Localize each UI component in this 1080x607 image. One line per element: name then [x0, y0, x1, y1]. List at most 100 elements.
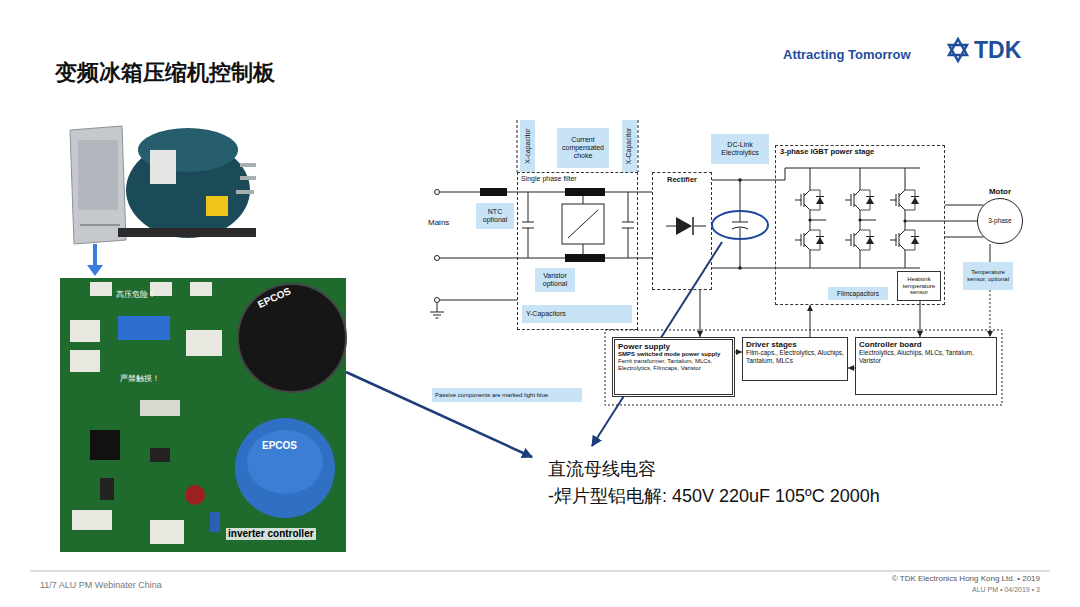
pcb-photo [60, 278, 346, 552]
connector [735, 352, 742, 353]
circuit-wire [775, 168, 920, 180]
pcb-photo [100, 478, 114, 500]
footer-rule [30, 571, 1050, 572]
compressor-photo [80, 224, 120, 226]
logo-text: TDK [974, 37, 1021, 63]
node-heading: Controller board [859, 340, 993, 349]
circuit-symbol [890, 190, 919, 210]
node-text: Film-caps., Electrolytics, Aluchips, Tan… [746, 349, 844, 364]
node-heading: Driver stages [746, 340, 844, 349]
pcb-photo [190, 282, 212, 296]
sensor-box: Heatsink temperature sensor [897, 271, 941, 301]
node-text: 3-phase IGBT power stage [780, 148, 940, 157]
callout-text: 直流母线电容 [548, 459, 656, 480]
circuit-wire [430, 120, 1002, 405]
component-band: X-capacitor [520, 120, 535, 172]
circuit-symbol [858, 218, 861, 221]
circuit-symbol [565, 254, 605, 262]
legend-note: Passive components are marked light blue [432, 388, 582, 402]
callout-text: -焊片型铝电解: 450V 220uF 105ºC 2000h [548, 486, 880, 507]
pcb-photo [150, 448, 170, 462]
pcb-photo [185, 485, 205, 505]
connector [990, 244, 991, 262]
photo-caption: inverter controller [226, 528, 316, 540]
compressor-photo [70, 126, 126, 244]
connector [945, 221, 977, 222]
node-text: Electrolytics, Aluchips, MLCs, Tantalum,… [859, 349, 993, 364]
circuit-wire [622, 192, 634, 258]
compressor-photo [150, 150, 176, 184]
power-stage-box: 3-phase IGBT power stageFilmcapacitors He… [775, 145, 945, 305]
down-arrow [87, 244, 103, 276]
circuit-symbol [692, 217, 694, 235]
pcb-photo [70, 320, 100, 342]
compressor-photo [236, 165, 256, 192]
circuit-wire [522, 192, 534, 258]
pcb-photo [235, 418, 335, 518]
pcb-photo [72, 510, 112, 530]
tdk-logo-symbol [949, 39, 967, 55]
highlight-ellipse [712, 211, 768, 239]
pcb-photo [140, 400, 180, 416]
node-text: X-capacitor [523, 128, 531, 163]
connector [700, 290, 701, 337]
circuit-wire [810, 168, 811, 268]
motor-circle [978, 199, 1023, 244]
circuit-wire [860, 168, 861, 268]
callout-arrow [346, 372, 532, 457]
footer-text: © TDK Electronics Hong Kong Ltd. • 2019 [892, 574, 1040, 583]
compressor-photo [118, 228, 256, 237]
pcb-photo [118, 316, 170, 340]
node-heading: Motor [989, 186, 1011, 198]
pcb-photo [60, 278, 346, 552]
node-text: Heatsink temperature sensor [900, 276, 938, 297]
node-text: Y-Capacitors [526, 310, 628, 318]
node-text: Rectifier [655, 176, 709, 185]
circuit-wire [732, 180, 748, 268]
circuit-symbol [565, 188, 605, 196]
connector [810, 305, 811, 337]
down-arrow [87, 265, 103, 276]
circuit-symbol [480, 188, 507, 196]
board-print: 高压危险！ [116, 290, 156, 299]
circuit-wire [440, 258, 652, 259]
compressor-photo [206, 196, 228, 216]
circuit-wire [638, 120, 639, 172]
motor: Motor3-phase [977, 186, 1023, 244]
circuit-symbol [738, 266, 742, 270]
component-band: X-Capacitor [622, 120, 637, 172]
node-text: Ferrit transformer, Tantalum, MLCs, Elec… [618, 358, 729, 372]
component-label: Filmcapacitors [828, 287, 888, 300]
down-arrow [93, 244, 97, 266]
component-label: Y-Capacitors [522, 305, 632, 323]
circuit-symbol [845, 190, 874, 210]
pcb-photo [186, 330, 222, 356]
signal-name: Mains [428, 218, 449, 227]
node-text: Single phase filter [521, 175, 634, 183]
board-print: 严禁触摸！ [120, 374, 160, 383]
pcb-photo [238, 284, 346, 392]
node-text: 3-phase [977, 198, 1023, 244]
node-text: NTC optional [478, 208, 512, 224]
circuit-symbol [845, 230, 874, 250]
footer-rule [30, 571, 1050, 572]
circuit-symbol [808, 218, 811, 221]
pcb-photo [70, 350, 100, 372]
connector [990, 290, 991, 337]
component-label: Varistor optional [535, 268, 575, 292]
circuit-wire [435, 298, 440, 303]
circuit-symbol [795, 230, 824, 250]
tagline: Attracting Tomorrow [783, 48, 911, 63]
connector [848, 368, 855, 369]
circuit-wire [810, 220, 945, 221]
circuit-wire [440, 300, 517, 301]
connector [638, 192, 652, 193]
footer-text: ALU PM • 04/2019 • 3 [972, 586, 1040, 594]
footer-text: 11/7 ALU PM Webinater China [40, 580, 162, 590]
node-text: Filmcapacitors [830, 290, 886, 297]
node-text: X-Capacitor [625, 128, 633, 165]
highlight-ellipse [712, 211, 768, 239]
node-text: Varistor optional [537, 272, 573, 288]
